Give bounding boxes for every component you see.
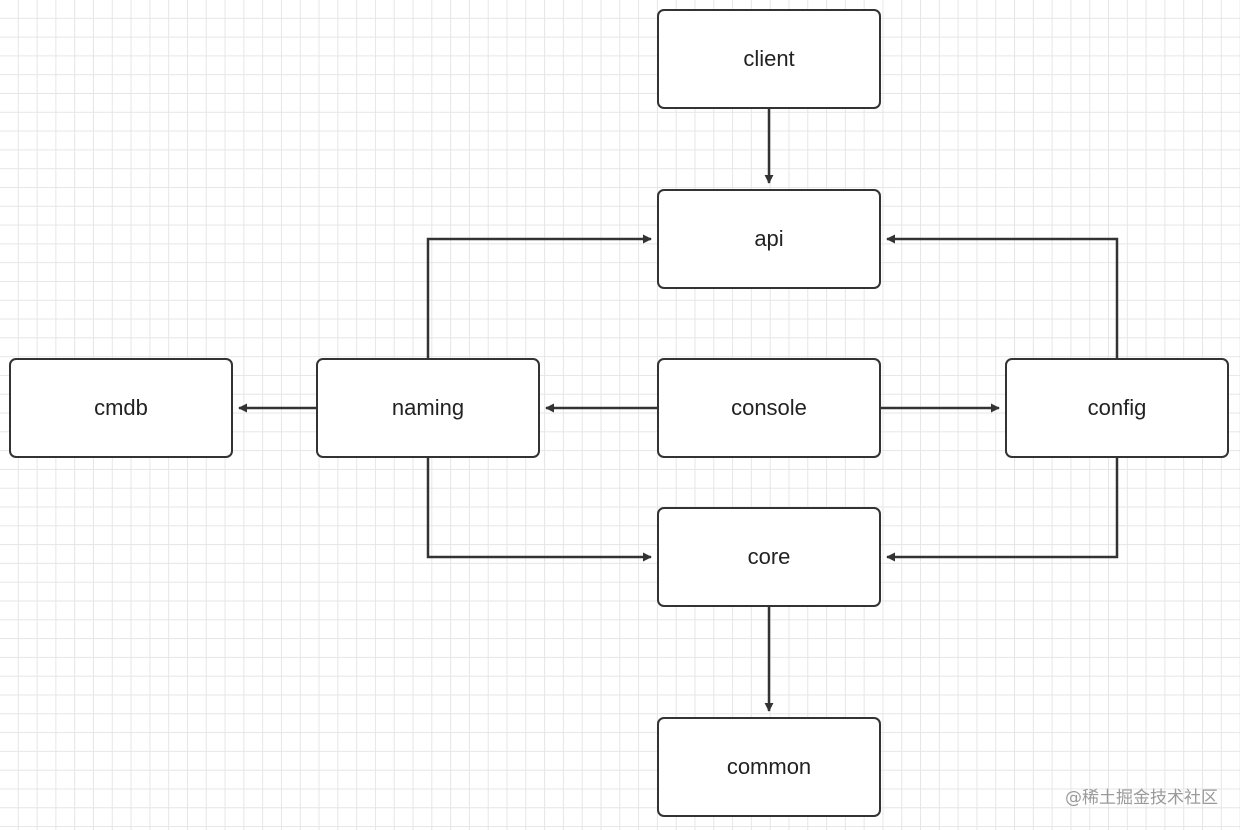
node-console[interactable]: console xyxy=(657,358,881,458)
edge-naming-api xyxy=(426,234,652,358)
node-api-label: api xyxy=(754,226,784,251)
node-client-label: client xyxy=(743,46,795,71)
node-console-label: console xyxy=(731,395,807,420)
node-common[interactable]: common xyxy=(657,717,881,817)
edge-config-api xyxy=(886,234,1119,358)
node-core[interactable]: core xyxy=(657,507,881,607)
node-cmdb[interactable]: cmdb xyxy=(9,358,233,458)
node-config[interactable]: config xyxy=(1005,358,1229,458)
edge-naming-core xyxy=(426,458,652,562)
node-naming[interactable]: naming xyxy=(316,358,540,458)
node-naming-label: naming xyxy=(391,395,465,420)
node-api[interactable]: api xyxy=(657,189,881,289)
edge-config-core xyxy=(886,458,1119,562)
node-client[interactable]: client xyxy=(657,9,881,109)
node-cmdb-label: cmdb xyxy=(94,395,148,420)
watermark: @稀土掘金技术社区 xyxy=(1065,788,1218,808)
node-common-label: common xyxy=(726,754,812,779)
node-config-label: config xyxy=(1087,395,1147,420)
node-core-label: core xyxy=(747,544,791,569)
